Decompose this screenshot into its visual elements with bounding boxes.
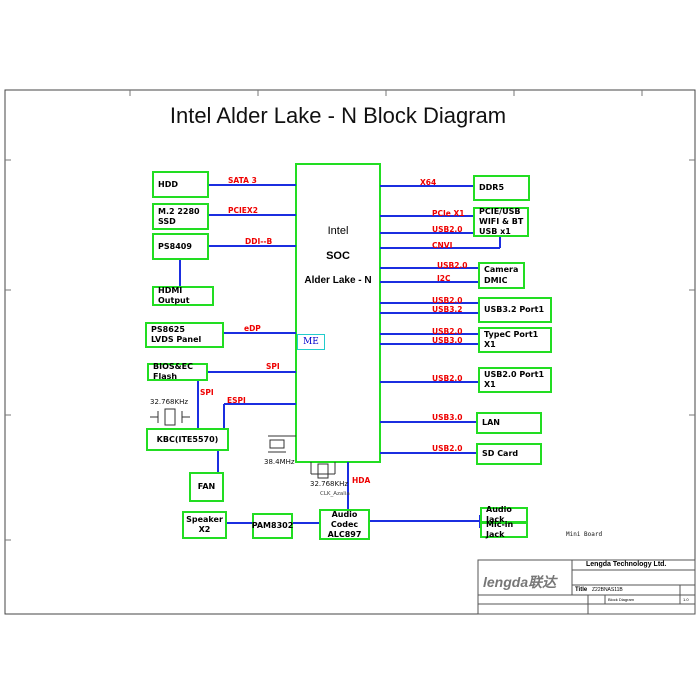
title-block-rev: 1.0 — [683, 597, 689, 602]
soc-vendor: Intel — [327, 225, 349, 237]
title-block-doc: Block Diagram — [608, 597, 635, 602]
soc-model: Alder Lake - N — [304, 275, 372, 286]
rtc-crystal-label: 32.768KHz — [310, 480, 349, 488]
hdd-block: HDD — [152, 171, 209, 198]
rtc-crystal-icon — [310, 462, 336, 479]
usb20-camera-label: USB2.0 — [437, 261, 468, 270]
edp-label: eDP — [244, 324, 261, 333]
usb20-sd-label: USB2.0 — [432, 444, 463, 453]
fan-block: FAN — [189, 472, 224, 502]
title-block-label: Title — [575, 587, 588, 593]
spi-label-1: SPI — [266, 362, 280, 371]
pciex2-label: PCIEX2 — [228, 206, 258, 215]
usb20-typec-label: USB2.0 — [432, 327, 463, 336]
soc-outline — [295, 163, 381, 463]
wifi-bt-block: PCIE/USB WIFI & BT USB x1 — [473, 207, 529, 237]
pam8302-block: PAM8302 — [252, 513, 293, 539]
dmic-label: DMIC — [484, 276, 508, 286]
usb20-port1-label: USB2.0 — [432, 296, 463, 305]
pcie-x1-label: PCIe X1 — [432, 209, 465, 218]
sata-label: SATA 3 — [228, 176, 257, 185]
clk-azalia-label: CLK_Azalia — [320, 491, 350, 497]
ddr5-block: DDR5 — [473, 175, 530, 201]
bios-flash-block: BIOS&EC Flash — [147, 362, 208, 381]
soc-label: SOC — [326, 250, 350, 262]
me-block: ME — [297, 334, 325, 350]
kbc-block: KBC(ITE5570) — [146, 428, 229, 451]
signal-lines — [179, 184, 501, 528]
border-ticks — [5, 90, 695, 541]
sd-card-block: SD Card — [476, 443, 542, 465]
hda-label: HDA — [352, 476, 371, 485]
audio-codec-block: Audio Codec ALC897 — [319, 509, 370, 540]
speaker-block: Speaker X2 — [182, 511, 227, 539]
company-name: Lengda Technology Ltd. — [586, 561, 667, 568]
usb30-typec-label: USB3.0 — [432, 336, 463, 345]
cnvi-label: CNVI — [432, 241, 453, 250]
mic-jack-block: Mic-in Jack — [480, 520, 528, 539]
kbc-crystal-icon — [150, 408, 190, 426]
mini-board-label: Mini Board — [566, 531, 603, 538]
spi-label-2: SPI — [200, 388, 214, 397]
ssd-block: M.2 2280 SSD — [152, 203, 209, 230]
usb20-wifi-label: USB2.0 — [432, 225, 463, 234]
soc-crystal-icon — [268, 435, 296, 453]
usb30-lan-label: USB3.0 — [432, 413, 463, 422]
camera-label: Camera — [484, 264, 519, 274]
ddi-b-label: DDI--B — [245, 237, 273, 246]
usb20-port-block: USB2.0 Port1 X1 — [478, 367, 552, 393]
kbc-crystal-label: 32.768KHz — [150, 398, 189, 406]
lan-block: LAN — [476, 412, 542, 434]
title-block-value: Z22BNAS11B — [592, 587, 623, 593]
soc-crystal-label: 38.4MHz — [264, 458, 295, 466]
usb32-port-block: USB3.2 Port1 — [478, 297, 552, 323]
ps8409-block: PS8409 — [152, 233, 209, 260]
sheet-border — [4, 89, 696, 615]
usb32-label: USB3.2 — [432, 305, 463, 314]
typec-port-block: TypeC Port1 X1 — [478, 327, 552, 353]
camera-dmic-block: Camera DMIC — [478, 262, 525, 289]
espi-label: ESPI — [227, 396, 246, 405]
x64-label: X64 — [420, 178, 437, 187]
title-block-frame — [477, 559, 696, 615]
ps8625-block: PS8625 LVDS Panel — [145, 322, 224, 348]
page-title: Intel Alder Lake - N Block Diagram — [169, 103, 507, 128]
hdmi-output-block: HDMI Output — [152, 286, 214, 306]
i2c-label: I2C — [437, 274, 451, 283]
usb20-port-label: USB2.0 — [432, 374, 463, 383]
company-logo: lengda联达 — [483, 574, 557, 590]
